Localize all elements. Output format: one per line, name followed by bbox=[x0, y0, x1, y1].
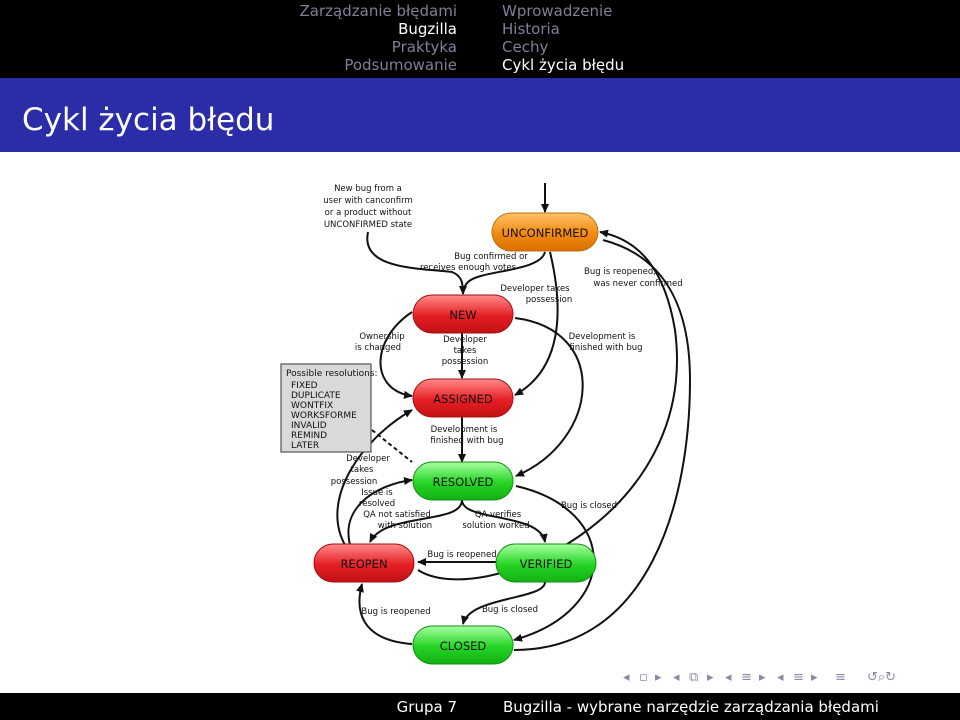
state-label: UNCONFIRMED bbox=[502, 226, 589, 240]
label-new-bug: New bug from a bbox=[334, 184, 402, 194]
nav-section-praktyka[interactable]: Praktyka bbox=[391, 38, 457, 56]
nav-search-icon[interactable]: ↺⌕↻ bbox=[867, 670, 897, 685]
state-label: CLOSED bbox=[440, 639, 487, 653]
label-qa-verifies: QA verifies bbox=[475, 510, 522, 520]
state-closed: CLOSED bbox=[412, 625, 514, 665]
state-reopen: REOPEN bbox=[313, 543, 415, 583]
nav-section-bugzilla[interactable]: Bugzilla bbox=[398, 20, 457, 38]
state-label: VERIFIED bbox=[520, 557, 573, 571]
label-bug-reopened-never: Bug is reopened, bbox=[584, 267, 656, 277]
resolution-item: REMIND bbox=[291, 431, 327, 441]
state-label: RESOLVED bbox=[433, 475, 494, 489]
footer-bar bbox=[0, 693, 960, 720]
section-nav: Zarządzanie błędami Bugzilla Praktyka Po… bbox=[300, 2, 457, 74]
resolution-item: WORKSFORME bbox=[291, 411, 357, 421]
nav-align-icon[interactable]: ≡ bbox=[835, 670, 846, 685]
label-qa-not-satisfied: with solution bbox=[378, 521, 432, 531]
header-bar bbox=[0, 0, 960, 78]
label-new-bug: user with canconfirm bbox=[323, 196, 413, 206]
footer-author: Grupa 7 bbox=[396, 698, 457, 716]
transition-labels: New bug from a user with canconfirm or a… bbox=[323, 184, 682, 617]
state-resolved: RESOLVED bbox=[412, 461, 514, 501]
label-bug-reopened: Bug is reopened bbox=[427, 550, 496, 560]
label-issue-resolved: Issue is bbox=[361, 488, 393, 498]
state-label: ASSIGNED bbox=[433, 392, 493, 406]
nav-doc-icon[interactable]: ≡ bbox=[793, 670, 804, 685]
nav-frame-icon[interactable]: ▫ bbox=[639, 670, 648, 685]
label-bug-confirmed: receives enough votes bbox=[420, 263, 517, 273]
label-dev-takes-possession: possession bbox=[331, 477, 378, 487]
footer-title: Bugzilla - wybrane narzędzie zarządzania… bbox=[503, 698, 879, 716]
label-bug-reopened: Bug is reopened bbox=[361, 607, 430, 617]
resolution-item: DUPLICATE bbox=[291, 391, 341, 401]
state-verified: VERIFIED bbox=[495, 543, 597, 583]
nav-subsection-cechy[interactable]: Cechy bbox=[502, 38, 549, 56]
label-dev-takes-possession: possession bbox=[442, 357, 489, 367]
state-unconfirmed: UNCONFIRMED bbox=[491, 212, 599, 252]
state-new: NEW bbox=[412, 294, 514, 334]
label-issue-resolved: resolved bbox=[359, 499, 395, 509]
nav-doc-prev-icon[interactable]: ◂ bbox=[777, 670, 784, 685]
label-new-bug: UNCONFIRMED state bbox=[324, 220, 412, 230]
label-dev-takes-possession: Developer takes bbox=[500, 284, 570, 294]
state-label: REOPEN bbox=[340, 557, 387, 571]
label-dev-takes-possession: takes bbox=[454, 346, 477, 356]
label-qa-verifies: solution worked bbox=[462, 521, 529, 531]
label-dev-finished: Development is bbox=[431, 425, 498, 435]
nav-subsection-wprowadzenie[interactable]: Wprowadzenie bbox=[502, 2, 613, 20]
resolution-item: INVALID bbox=[291, 421, 327, 431]
label-bug-confirmed: Bug confirmed or bbox=[454, 252, 528, 262]
nav-subsection-cykl[interactable]: Cykl życia błędu bbox=[502, 56, 625, 74]
label-dev-finished: Development is bbox=[569, 332, 636, 342]
label-new-bug: or a product without bbox=[325, 208, 412, 218]
nav-subsection-historia[interactable]: Historia bbox=[502, 20, 560, 38]
transition-arrows bbox=[336, 183, 692, 651]
label-dev-takes-possession: Developer bbox=[443, 335, 487, 345]
label-dev-finished: finished with bug bbox=[569, 343, 642, 353]
nav-frame-next-icon[interactable]: ▸ bbox=[655, 670, 662, 685]
nav-section-podsumowanie[interactable]: Podsumowanie bbox=[344, 56, 457, 74]
title-bar bbox=[0, 78, 960, 152]
label-bug-reopened-never: was never confirmed bbox=[593, 279, 682, 289]
label-bug-closed: Bug is closed bbox=[482, 605, 538, 615]
nav-section-next-icon[interactable]: ▸ bbox=[759, 670, 766, 685]
resolutions-title: Possible resolutions: bbox=[286, 369, 378, 379]
nav-subsection-icon[interactable]: ⧉ bbox=[689, 670, 699, 685]
label-bug-closed: Bug is closed bbox=[561, 501, 617, 511]
label-ownership-changed: Ownership bbox=[359, 332, 404, 342]
resolution-item: WONTFIX bbox=[291, 401, 333, 411]
state-assigned: ASSIGNED bbox=[412, 378, 514, 418]
label-dev-takes-possession: possession bbox=[526, 295, 573, 305]
nav-frame-prev-icon[interactable]: ◂ bbox=[623, 670, 630, 685]
resolutions-box: Possible resolutions: FIXED DUPLICATE WO… bbox=[280, 363, 378, 453]
nav-doc-next-icon[interactable]: ▸ bbox=[811, 670, 818, 685]
label-dev-finished: finished with bug bbox=[430, 436, 503, 446]
nav-subsection-next-icon[interactable]: ▸ bbox=[707, 670, 714, 685]
nav-section-icon[interactable]: ≡ bbox=[741, 670, 752, 685]
nav-section-zarzadzanie[interactable]: Zarządzanie błędami bbox=[299, 2, 457, 20]
nav-section-prev-icon[interactable]: ◂ bbox=[725, 670, 732, 685]
nav-subsection-prev-icon[interactable]: ◂ bbox=[673, 670, 680, 685]
label-ownership-changed: is changed bbox=[355, 343, 401, 353]
label-dev-takes-possession: takes bbox=[351, 465, 374, 475]
label-dev-takes-possession: Developer bbox=[346, 454, 390, 464]
beamer-navigation: ◂ ▫ ▸ ◂ ⧉ ▸ ◂ ≡ ▸ ◂ ≡ ▸ ≡ ↺⌕↻ bbox=[623, 667, 917, 689]
resolution-item: LATER bbox=[291, 441, 319, 451]
subsection-nav: Wprowadzenie Historia Cechy Cykl życia b… bbox=[502, 2, 624, 74]
label-qa-not-satisfied: QA not satisfied bbox=[363, 510, 431, 520]
slide-title: Cykl życia błędu bbox=[22, 102, 275, 138]
state-label: NEW bbox=[449, 308, 476, 322]
resolution-item: FIXED bbox=[291, 381, 318, 391]
